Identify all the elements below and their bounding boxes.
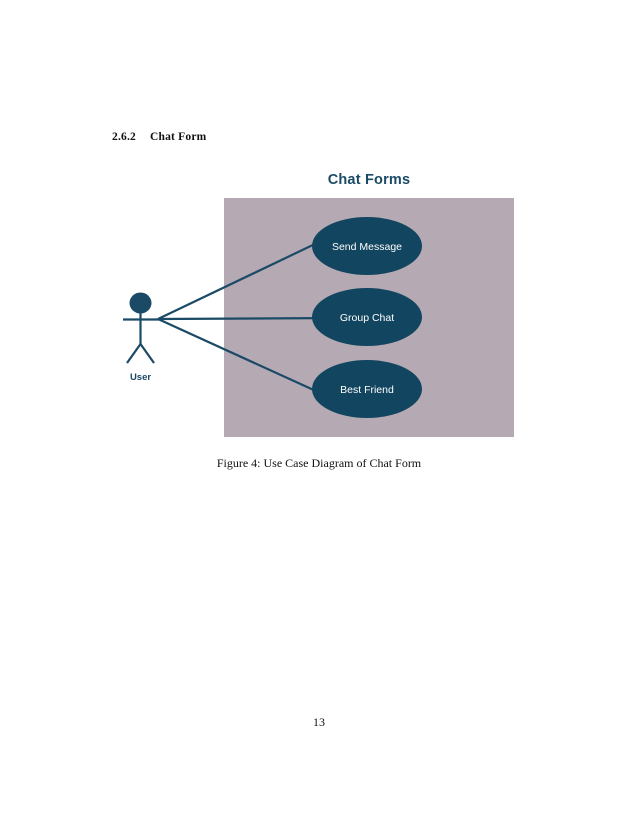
association-lines bbox=[157, 231, 341, 404]
use-case-label: Best Friend bbox=[340, 384, 394, 396]
association-line-best-friend bbox=[157, 317, 341, 404]
section-number: 2.6.2 bbox=[112, 131, 136, 143]
section-title: Chat Form bbox=[150, 131, 207, 143]
use-case-send-message[interactable]: Send Message bbox=[312, 217, 422, 275]
actor-leg-left-line bbox=[126, 343, 142, 364]
use-case-group-chat[interactable]: Group Chat bbox=[312, 288, 422, 346]
use-case-label: Send Message bbox=[332, 241, 402, 253]
use-case-ellipse bbox=[312, 360, 422, 418]
section-heading: 2.6.2 Chat Form bbox=[112, 131, 206, 143]
use-case-best-friend[interactable]: Best Friend bbox=[312, 360, 422, 418]
diagram-title: Chat Forms bbox=[327, 172, 411, 188]
use-case-label: Group Chat bbox=[340, 312, 394, 324]
association-line-send-message bbox=[157, 231, 341, 320]
figure-caption: Figure 4: Use Case Diagram of Chat Form bbox=[216, 456, 422, 470]
actor-user[interactable]: User bbox=[123, 292, 159, 384]
association-line-group-chat bbox=[157, 316, 341, 321]
use-case-ellipse bbox=[312, 288, 422, 346]
actor-label: User bbox=[130, 372, 151, 383]
use-case-ellipse bbox=[312, 217, 422, 275]
page-number: 13 bbox=[313, 715, 325, 729]
actor-leg-right-line bbox=[139, 343, 155, 364]
actor-head-icon bbox=[129, 292, 152, 314]
